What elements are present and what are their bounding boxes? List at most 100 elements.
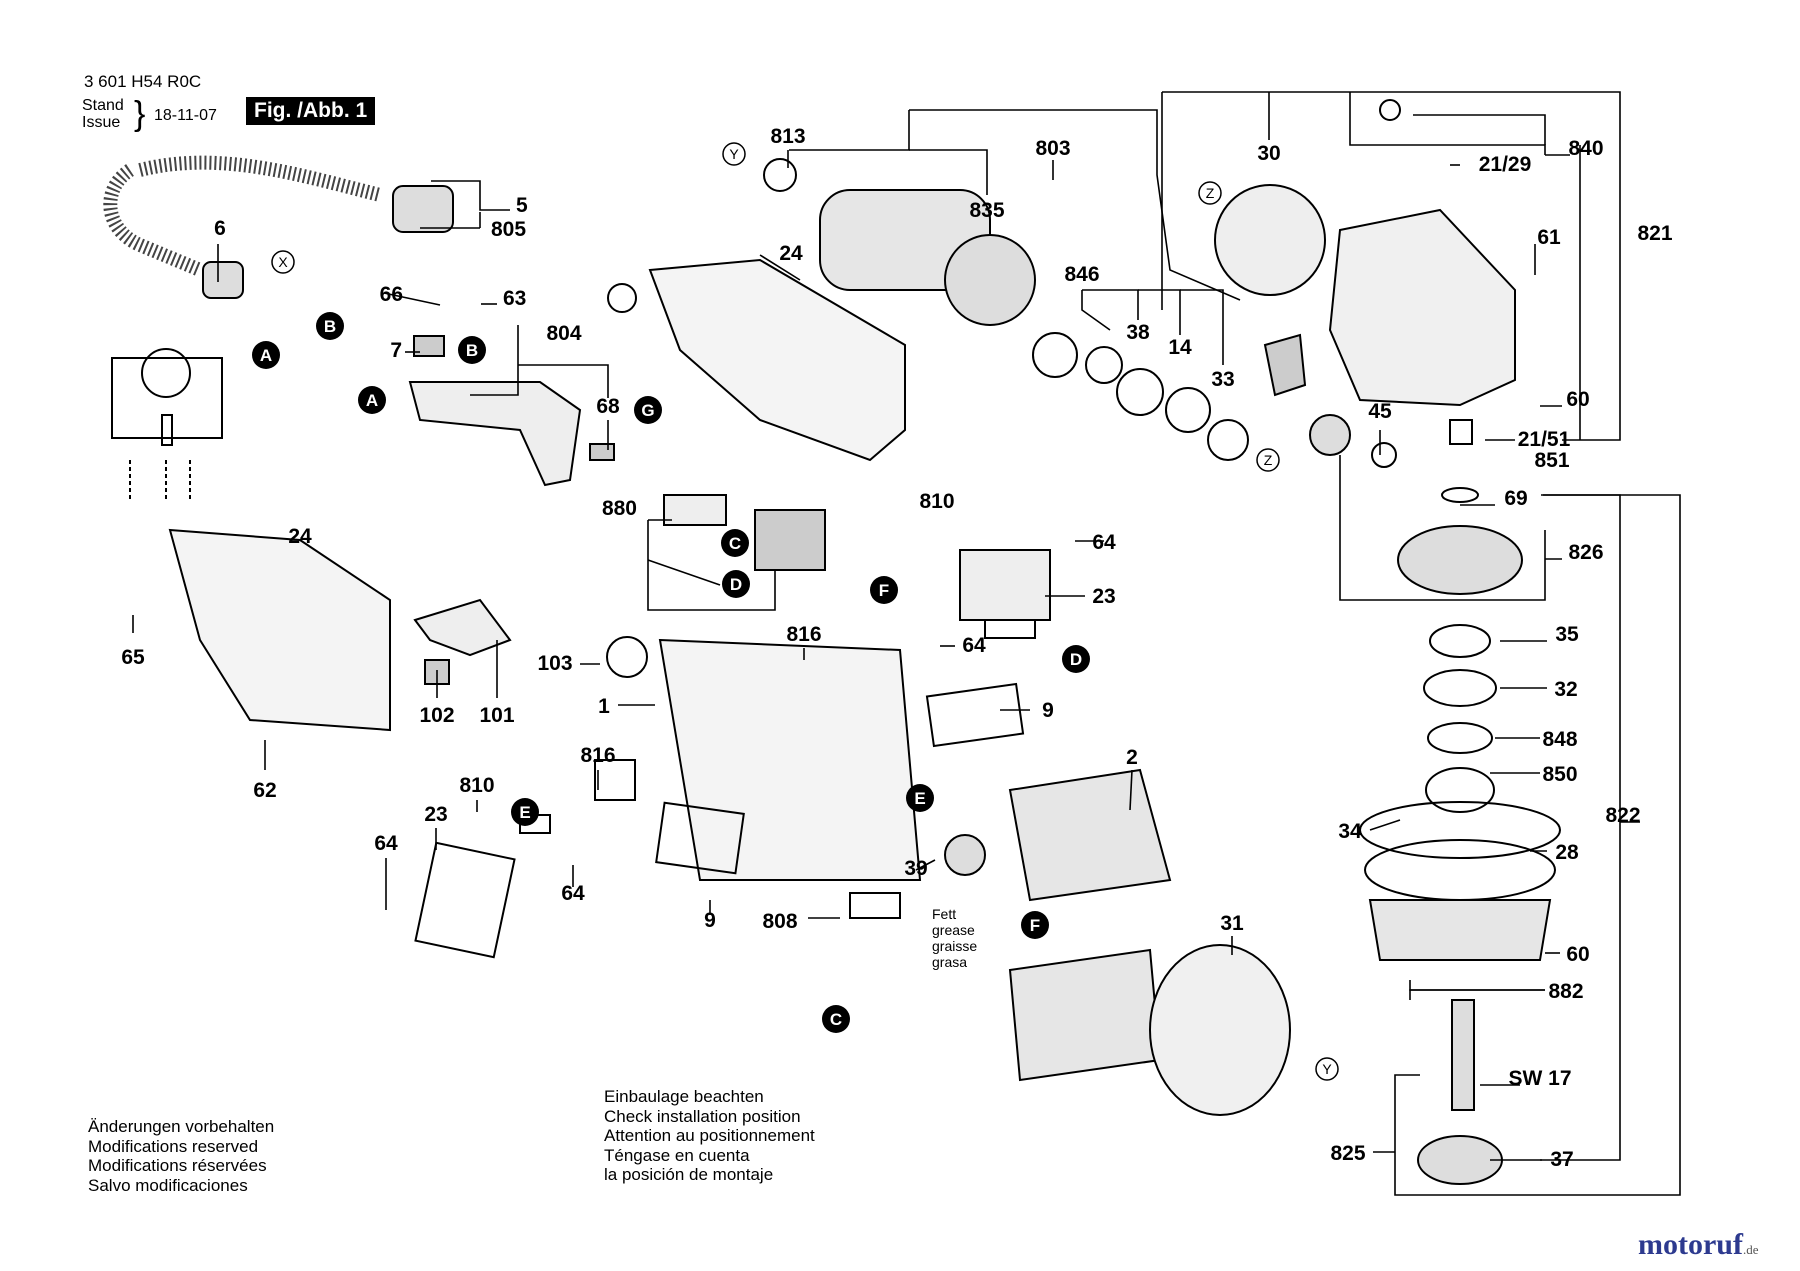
callout-letter: C <box>729 534 741 553</box>
retaining-ring <box>1032 332 1078 378</box>
leader-line <box>1413 114 1546 145</box>
part-label-p61: 61 <box>1537 226 1561 249</box>
callout-circle <box>316 312 344 340</box>
leader-line <box>909 149 988 195</box>
part-label-p803: 803 <box>1035 137 1070 160</box>
callout-letter: D <box>730 575 742 594</box>
schematic-frame <box>111 357 223 439</box>
type-plate <box>925 682 1025 748</box>
callout-circle <box>511 798 539 826</box>
issue-date: 18-11-07 <box>154 107 217 124</box>
part-label-p38: 38 <box>1126 321 1150 344</box>
part-label-p810a: 810 <box>919 490 954 513</box>
part-label-p9a: 9 <box>1042 699 1054 722</box>
brand-tld: .de <box>1742 1242 1759 1257</box>
part-label-p37: 37 <box>1550 1148 1573 1171</box>
part-label-p808: 808 <box>762 910 797 933</box>
callout-letter: X <box>616 289 628 308</box>
part-label-p34: 34 <box>1338 820 1362 843</box>
callout-marker-X: X <box>607 283 637 313</box>
leader-line <box>647 520 776 611</box>
part-label-p882: 882 <box>1548 980 1583 1003</box>
grease-gear <box>944 834 986 876</box>
callout-marker-A: A <box>252 341 280 369</box>
part-label-p821: 821 <box>1637 222 1672 245</box>
part-label-p840: 840 <box>1568 137 1603 160</box>
callout-marker-A: A <box>358 386 386 414</box>
part-label-p35: 35 <box>1555 623 1579 646</box>
brush-holder <box>594 759 636 801</box>
ball-bearing <box>1417 1135 1503 1185</box>
modifications-note: Änderungen vorbehalten Modifications res… <box>88 1117 274 1195</box>
part-label-p101: 101 <box>479 704 514 727</box>
callout-marker-C: C <box>721 529 749 557</box>
callout-marker-F: F <box>870 576 898 604</box>
leader-line <box>1409 989 1545 1000</box>
electronic-part <box>589 443 615 461</box>
callout-marker-E: E <box>511 798 539 826</box>
part-label-p39: 39 <box>904 857 927 880</box>
part-label-p810b: 810 <box>459 774 494 797</box>
bearing <box>1425 767 1495 813</box>
leader-line <box>1349 92 1546 155</box>
leader-line <box>1081 290 1111 331</box>
brand-name: motoruf <box>1638 1228 1743 1261</box>
part-label-p60a: 60 <box>1566 388 1589 411</box>
outline-letter: Z <box>1206 185 1215 201</box>
handle-half-shell-upper <box>648 258 906 462</box>
bearing-flange <box>1368 899 1552 961</box>
leader-line <box>1409 980 1545 991</box>
callout-circle <box>1062 645 1090 673</box>
part-label-p822: 822 <box>1605 804 1640 827</box>
field-coil-lower <box>1008 948 1162 1082</box>
vibration-damper <box>413 598 512 657</box>
part-label-p848: 848 <box>1542 728 1577 751</box>
fan-guide <box>1149 944 1291 1116</box>
part-label-p102: 102 <box>419 704 454 727</box>
part-label-p2151: 21/51 <box>1518 428 1571 451</box>
stand-issue-label: Stand Issue <box>82 97 124 131</box>
part-label-psw17: SW 17 <box>1508 1067 1571 1090</box>
shim <box>1263 333 1307 397</box>
callout-marker-D: D <box>722 570 750 598</box>
callout-letter: F <box>1030 916 1040 935</box>
part-label-p816a: 816 <box>786 623 821 646</box>
pinion <box>1309 414 1351 456</box>
part-label-p5: 5 <box>516 194 528 217</box>
schematic-motor <box>141 348 191 398</box>
schematic-resistor <box>161 414 173 446</box>
ball-bearing <box>1165 387 1211 433</box>
callout-marker-F: F <box>1021 911 1049 939</box>
callout-letter: A <box>260 346 272 365</box>
part-label-p65: 65 <box>121 646 145 669</box>
power-cord <box>138 155 382 202</box>
part-label-p850: 850 <box>1542 763 1577 786</box>
motor-housing <box>658 638 922 881</box>
part-label-p816b: 816 <box>580 744 615 767</box>
part-label-p813: 813 <box>770 125 805 148</box>
outline-marker-Y: Y <box>722 142 746 166</box>
end-cap <box>606 636 648 678</box>
callout-letter: C <box>830 1010 842 1029</box>
cord-sleeve <box>202 261 244 299</box>
leader-line <box>518 364 609 398</box>
field-coil <box>1008 768 1172 902</box>
callout-marker-D: D <box>1062 645 1090 673</box>
sleeve <box>1449 419 1473 445</box>
part-label-p69: 69 <box>1504 487 1527 510</box>
note-line: Änderungen vorbehalten <box>88 1117 275 1136</box>
leader-line <box>759 254 801 281</box>
callout-circle <box>607 283 637 313</box>
callout-circle <box>252 341 280 369</box>
part-label-p68: 68 <box>596 395 620 418</box>
part-label-p851: 851 <box>1534 449 1569 472</box>
part-label-p2129: 21/29 <box>1479 153 1532 176</box>
issue-label: Issue <box>82 114 121 131</box>
leader-line <box>915 859 936 871</box>
brace-glyph: } <box>134 95 146 133</box>
callout-letter: E <box>914 789 925 808</box>
callout-letter: B <box>466 341 478 360</box>
retaining-ring <box>1427 722 1493 754</box>
leader-line <box>431 180 510 211</box>
